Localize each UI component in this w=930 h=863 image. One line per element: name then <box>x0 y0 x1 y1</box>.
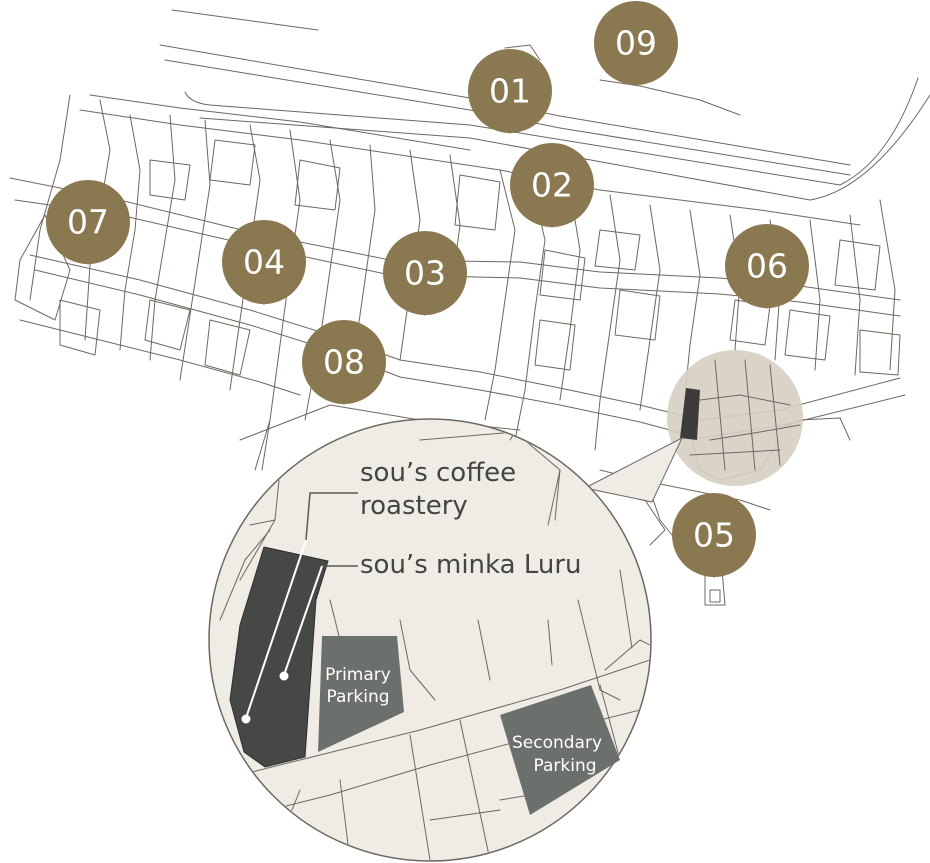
map-pin-09[interactable]: 09 <box>594 1 678 85</box>
coffee-roastery-label-line2: roastery <box>360 491 468 521</box>
highlight-streets <box>689 359 801 471</box>
pin-label-06: 06 <box>746 247 788 286</box>
map-pin-02[interactable]: 02 <box>510 143 594 228</box>
pin-label-01: 01 <box>489 72 531 111</box>
sous-building <box>229 546 329 768</box>
minka-dot <box>279 671 289 681</box>
pin-label-09: 09 <box>615 24 657 63</box>
pin-label-03: 03 <box>404 254 446 293</box>
pin-label-08: 08 <box>323 343 365 382</box>
secondary-parking-label-line1: Secondary <box>512 733 602 753</box>
pin-label-05: 05 <box>693 516 735 555</box>
map-pin-01[interactable]: 01 <box>468 49 552 134</box>
minka-luru-label: sou’s minka Luru <box>360 550 582 580</box>
pin-label-02: 02 <box>531 166 573 205</box>
map-pin-08[interactable]: 08 <box>302 320 386 405</box>
map-pin-07[interactable]: 07 <box>46 180 130 265</box>
primary-parking-lot <box>318 636 404 752</box>
coffee-roastery-dot <box>241 714 251 724</box>
map-pin-06[interactable]: 06 <box>725 224 809 309</box>
map-pin-03[interactable]: 03 <box>383 231 467 316</box>
map-pin-05[interactable]: 05 <box>672 493 756 578</box>
secondary-parking-label-line2: Parking <box>533 756 596 776</box>
location-marker <box>680 388 700 440</box>
secondary-parking-lot <box>500 685 620 815</box>
pin-label-07: 07 <box>67 203 109 242</box>
primary-parking-label-line2: Parking <box>326 687 389 707</box>
pin-label-04: 04 <box>243 243 285 282</box>
location-highlight <box>667 350 803 486</box>
map-pin-04[interactable]: 04 <box>222 220 306 305</box>
magnified-callout: sou’s coffee roastery sou’s minka Luru P… <box>208 418 652 862</box>
callout-pointer <box>583 436 684 503</box>
coffee-roastery-label-line1: sou’s coffee <box>360 458 516 488</box>
primary-parking-label-line1: Primary <box>325 665 391 685</box>
